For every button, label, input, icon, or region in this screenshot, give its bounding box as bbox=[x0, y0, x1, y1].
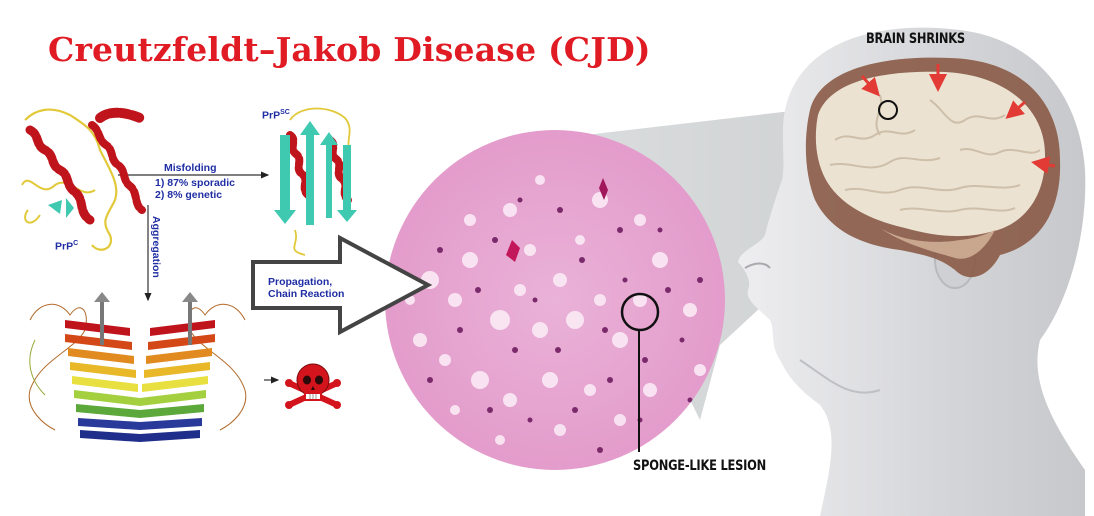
prpsc-protein-structure bbox=[274, 107, 357, 256]
aggregation-label: Aggregation bbox=[150, 216, 162, 278]
amyloid-fibril-structure bbox=[28, 292, 247, 442]
chain-reaction-label: Chain Reaction bbox=[268, 288, 345, 300]
skull-crossbones-icon bbox=[285, 363, 341, 409]
page-title: Creutzfeldt–Jakob Disease (CJD) bbox=[48, 30, 651, 69]
prpc-protein-structure bbox=[21, 107, 146, 251]
brain-shrinks-caption: BRAIN SHRINKS bbox=[866, 31, 965, 47]
prpc-label: PrPC bbox=[55, 240, 79, 253]
prpsc-label: PrPSC bbox=[262, 109, 290, 122]
red-arrow-icon bbox=[860, 64, 1056, 174]
propagation-label: Propagation, bbox=[268, 276, 333, 288]
sponge-like-lesion-caption: SPONGE-LIKE LESION bbox=[633, 458, 767, 474]
circle-marker-icon bbox=[878, 100, 898, 120]
misfolding-sporadic-text: 1) 87% sporadic bbox=[155, 177, 235, 189]
tissue-micrograph bbox=[385, 130, 725, 470]
block-arrow-icon bbox=[251, 234, 433, 336]
misfolding-label: Misfolding bbox=[164, 162, 217, 174]
misfolding-genetic-text: 2) 8% genetic bbox=[155, 189, 223, 201]
brain-illustration bbox=[805, 57, 1061, 278]
